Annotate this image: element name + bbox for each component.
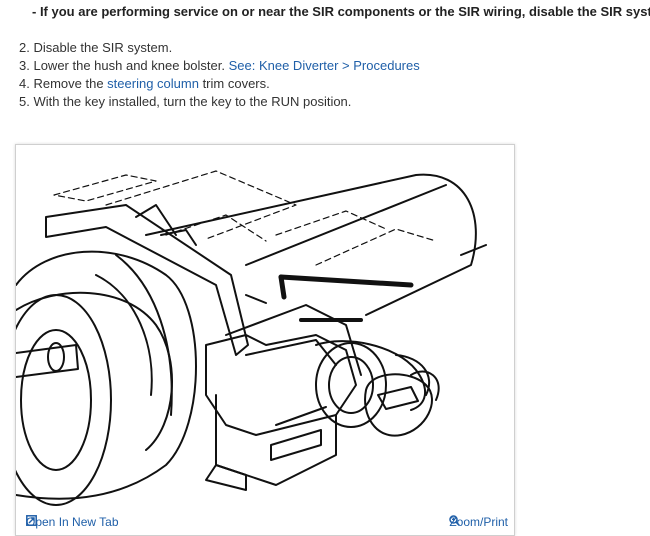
procedure-steps: 2. Disable the SIR system. 3. Lower the … <box>19 39 420 111</box>
steering-column-link[interactable]: steering column <box>107 76 199 91</box>
step-number: 4. <box>19 76 30 91</box>
step-number: 5. <box>19 94 30 109</box>
knee-diverter-procedures-link[interactable]: See: Knee Diverter > Procedures <box>228 58 420 73</box>
step-item: 2. Disable the SIR system. <box>19 39 420 57</box>
step-number: 3. <box>19 58 30 73</box>
step-text-tail: trim covers. <box>198 76 270 91</box>
open-in-new-tab-link[interactable]: Open In New Tab <box>26 515 119 529</box>
step-item: 4. Remove the steering column trim cover… <box>19 75 420 93</box>
sir-warning: - If you are performing service on or ne… <box>32 4 650 19</box>
figure-footer: Open In New Tab Zoom/Print <box>26 511 508 531</box>
step-text: Disable the SIR system. <box>33 40 173 55</box>
figure-panel: Open In New Tab Zoom/Print <box>15 144 515 536</box>
step-number: 2. <box>19 40 30 55</box>
step-item: 5. With the key installed, turn the key … <box>19 93 420 111</box>
step-text: With the key installed, turn the key to … <box>33 94 352 109</box>
steering-column-key-diagram[interactable] <box>16 145 514 511</box>
step-item: 3. Lower the hush and knee bolster. See:… <box>19 57 420 75</box>
zoom-print-link[interactable]: Zoom/Print <box>449 515 508 529</box>
step-text: Lower the hush and knee bolster. <box>33 58 229 73</box>
open-in-new-tab-label: Open In New Tab <box>26 515 119 529</box>
step-text: Remove the <box>33 76 108 91</box>
